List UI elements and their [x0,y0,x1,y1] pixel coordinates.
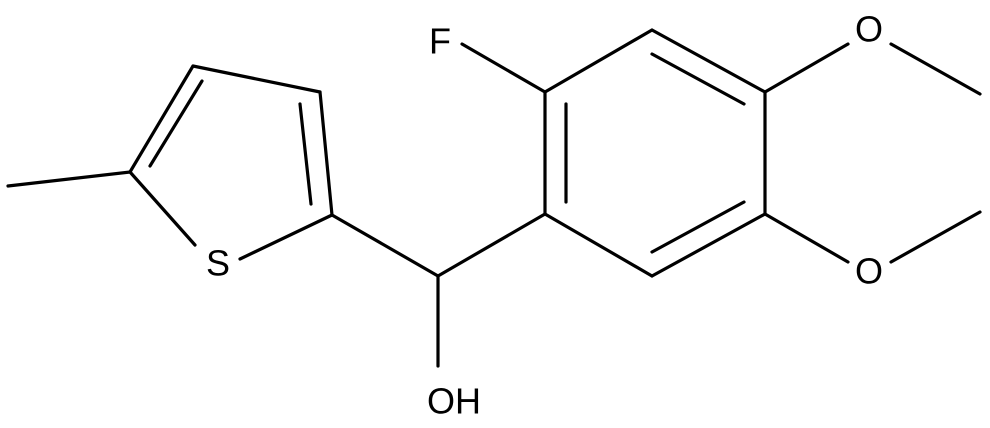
bond-benzene-c5-c6 [650,212,767,278]
bond-thiophene-c5-c4-inner [148,79,204,168]
bond-benzene-fluorine [460,42,547,94]
bond-benzene-c2-c3 [543,28,654,94]
bond-thiophene-c3-c2 [318,90,334,217]
bond-benzene-c6-c1 [543,212,654,278]
bond-thiophene-c2-s [238,213,334,261]
bond-benzene-c3-c4-inner [650,52,746,106]
atom-label-methoxy-oxygen-top: O [855,9,883,50]
atom-label-hydroxyl: OH [427,381,481,422]
bond-methoxy-bottom-methyl [889,210,982,264]
bond-benzene-methoxy-top [763,42,850,94]
atom-label-methoxy-oxygen-bottom: O [855,251,883,292]
atom-label-fluorine: F [429,21,451,62]
bond-benzene-methoxy-bottom [763,212,850,264]
atom-label-sulfur: S [206,243,230,284]
bond-thiophene-carbinol [330,213,440,278]
bond-benzene-c5-c6-inner [650,200,746,254]
bond-carbinol-benzene [436,212,547,278]
bond-methyl-thiophene [6,170,132,188]
bond-methoxy-top-methyl [889,42,982,96]
bond-benzene-c3-c4 [650,28,767,94]
bond-thiophene-s-c5 [128,170,197,247]
bond-thiophene-c3-c2-inner [298,102,313,206]
bond-thiophene-c5-c4 [128,64,195,174]
bond-thiophene-c4-c3 [191,64,322,94]
